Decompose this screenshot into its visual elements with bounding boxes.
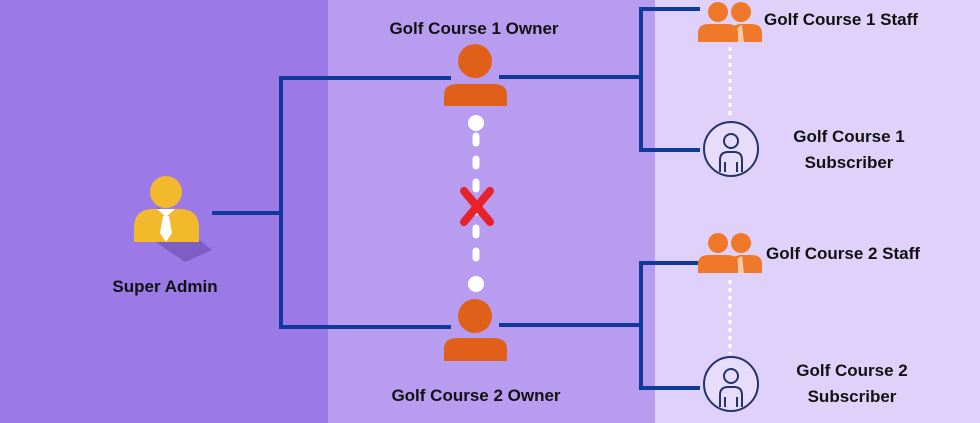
- subscriber-1-label-line1: Golf Course 1: [793, 127, 905, 146]
- subscriber-2-label-line1: Golf Course 2: [796, 361, 908, 380]
- dotted-link-endpoint: [468, 115, 484, 131]
- owner-2-person-icon: [444, 299, 507, 361]
- subscriber-2-label: Golf Course 2 Subscriber: [777, 358, 927, 410]
- dotted-link-endpoint: [468, 276, 484, 292]
- super-admin-label: Super Admin: [112, 277, 218, 296]
- staff-1-label: Golf Course 1 Staff: [764, 10, 918, 29]
- owner-1-label: Golf Course 1 Owner: [389, 19, 559, 38]
- owner-1-staff-subscriber-connector: [639, 7, 700, 152]
- owner-2-label: Golf Course 2 Owner: [391, 386, 561, 405]
- staff-2-label: Golf Course 2 Staff: [766, 244, 920, 263]
- admin-owner-1-connector: [279, 76, 451, 329]
- subscriber-2-circled-user-icon: [703, 356, 759, 412]
- connector-lines: [212, 7, 700, 390]
- staff-1-group-icon: [698, 2, 762, 42]
- staff-subscriber-panel: [655, 0, 980, 423]
- subscriber-1-label: Golf Course 1 Subscriber: [774, 124, 924, 176]
- subscriber-2-label-line2: Subscriber: [807, 387, 897, 406]
- staff-2-group-icon: [698, 233, 762, 273]
- owner-1-person-icon: [444, 44, 507, 106]
- subscriber-1-label-line2: Subscriber: [804, 153, 894, 172]
- admin-person-icon: [134, 176, 212, 262]
- cross-mark-icon: [460, 187, 494, 226]
- owner-2-staff-subscriber-connector: [639, 261, 700, 390]
- subscriber-1-circled-user-icon: [703, 121, 759, 177]
